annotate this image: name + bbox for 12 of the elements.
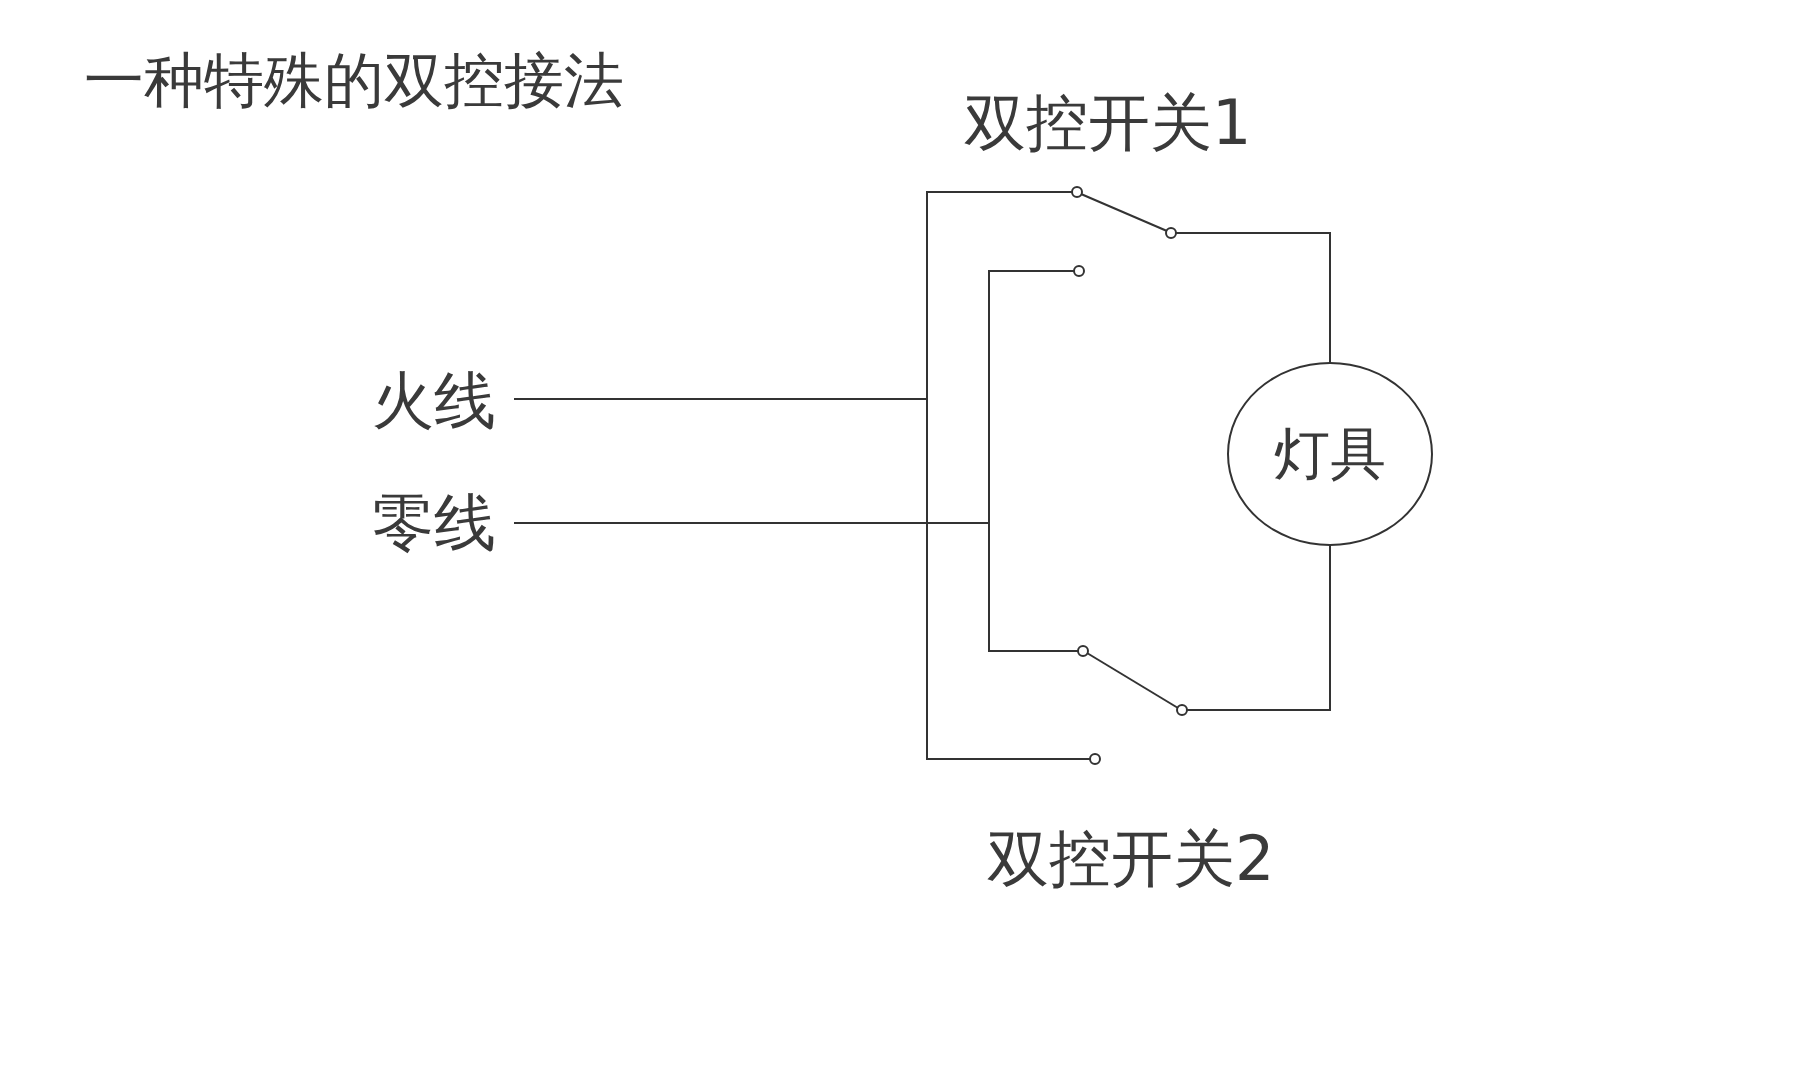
wire — [513, 522, 1079, 652]
lamp-circle: 灯具 — [1227, 362, 1433, 546]
switch-label: 双控开关2 — [987, 828, 1275, 890]
switch-symbol — [1077, 645, 1188, 765]
wire-label: 零线 — [372, 492, 496, 554]
switch-symbol — [1071, 186, 1177, 277]
switch-label: 双控开关1 — [964, 92, 1252, 154]
wire — [1186, 545, 1331, 711]
wire — [513, 398, 1091, 760]
wire-label: 火线 — [372, 370, 496, 432]
wire — [1175, 232, 1331, 363]
title: 一种特殊的双控接法 — [84, 50, 624, 110]
